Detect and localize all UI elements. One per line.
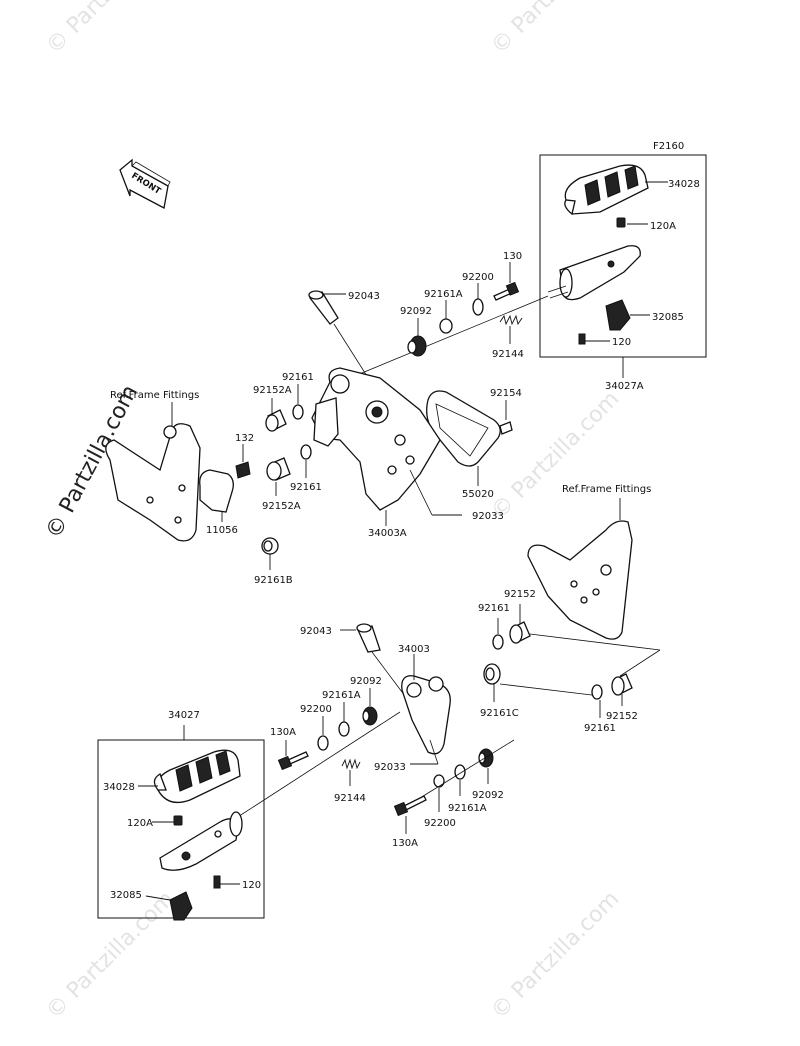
label-92161a-lower-b: 92161A <box>448 803 487 814</box>
label-32085-upper: 32085 <box>652 312 684 323</box>
collar-92092-lower-a <box>362 706 378 726</box>
label-92161-upper-a: 92161 <box>282 372 314 383</box>
washer-92161-upper-a <box>292 404 304 420</box>
label-130: 130 <box>503 251 522 262</box>
watermark-text: © Partzilla.com <box>487 887 625 1025</box>
label-130a-lower-a: 130A <box>270 727 296 738</box>
label-130a-lower-b: 130A <box>392 838 418 849</box>
watermark-text: © Partzilla.com <box>487 387 625 525</box>
label-92152a-upper-b: 92152A <box>262 501 301 512</box>
ref-frame-label-upper: Ref.Frame Fittings <box>110 390 199 401</box>
main-bracket-34003a <box>311 367 441 511</box>
washer-92200-upper <box>472 298 484 316</box>
bolt-120a-upper <box>616 217 626 228</box>
bolt-132 <box>235 461 251 479</box>
label-92200-lower-a: 92200 <box>300 704 332 715</box>
bolt-120a-lower <box>173 815 183 826</box>
rubber-pad-32085-upper <box>605 299 631 331</box>
bushing-92152a-upper-a <box>265 409 287 432</box>
watermark-text: © Partzilla.com <box>42 0 180 59</box>
label-92161-lower-a: 92161 <box>478 603 510 614</box>
label-92161a-upper: 92161A <box>424 289 463 300</box>
watermark-text: © Partzilla.com <box>42 887 180 1025</box>
label-92161-lower-b: 92161 <box>584 723 616 734</box>
washer-92161-lower-a <box>492 634 504 650</box>
watermark-layer: © Partzilla.com © Partzilla.com © Partzi… <box>42 0 625 1024</box>
washer-92161a-lower-b <box>454 764 466 780</box>
label-92144-lower: 92144 <box>334 793 366 804</box>
label-92161a-lower-a: 92161A <box>322 690 361 701</box>
screw-120-lower <box>213 875 221 889</box>
label-92043-lower: 92043 <box>300 626 332 637</box>
label-92033-lower: 92033 <box>374 762 406 773</box>
main-bracket-34003 <box>401 675 451 755</box>
label-92033-upper: 92033 <box>472 511 504 522</box>
rubber-pad-32085-lower <box>169 891 193 921</box>
footrest-rubber-34028-upper <box>564 164 649 216</box>
bushing-92152-lower-a <box>509 621 531 644</box>
spring-92144-lower <box>341 758 361 770</box>
bushing-92152-lower-b <box>611 673 633 696</box>
label-92092-lower-b: 92092 <box>472 790 504 801</box>
washer-92161a-lower-a <box>338 721 350 737</box>
spring-92144-upper <box>499 314 523 326</box>
screw-92154 <box>499 421 513 435</box>
collar-92161c <box>483 663 501 685</box>
footrest-rubber-34028-lower <box>153 749 241 804</box>
label-120-lower: 120 <box>242 880 261 891</box>
label-92144-upper: 92144 <box>492 349 524 360</box>
label-92092-upper: 92092 <box>400 306 432 317</box>
guard-plate-55020 <box>426 390 501 467</box>
label-92152a-upper-a: 92152A <box>253 385 292 396</box>
label-92200-lower-b: 92200 <box>424 818 456 829</box>
upper-box-label: 34027A <box>605 381 644 392</box>
washer-92161-upper-b <box>300 444 312 460</box>
label-92152-lower-a: 92152 <box>504 589 536 600</box>
footrest-bracket-upper <box>547 245 641 301</box>
front-arrow-icon: FRONT <box>119 158 171 209</box>
washer-92200-lower-b <box>433 774 445 788</box>
bushing-92152a-upper-b <box>266 457 291 481</box>
label-34028-lower: 34028 <box>103 782 135 793</box>
label-92200-upper: 92200 <box>462 272 494 283</box>
collar-92092-upper <box>407 335 427 357</box>
collar-92161b <box>261 537 279 555</box>
collar-92092-lower-b <box>478 748 494 768</box>
label-92152-lower-b: 92152 <box>606 711 638 722</box>
washer-92200-lower-a <box>317 735 329 751</box>
washer-92161a-upper <box>439 318 453 334</box>
label-120a-upper: 120A <box>650 221 676 232</box>
pin-92043-lower <box>356 623 381 653</box>
label-92161c: 92161C <box>480 708 519 719</box>
screw-120-upper <box>578 333 586 345</box>
label-92043-upper: 92043 <box>348 291 380 302</box>
watermark-text: © Partzilla.com <box>487 0 625 59</box>
bolt-130a-lower-a <box>277 751 309 771</box>
frame-fitting-right <box>527 520 633 640</box>
footrest-bracket-lower <box>159 811 243 871</box>
bolt-130 <box>493 281 520 301</box>
label-120-upper: 120 <box>612 337 631 348</box>
label-55020: 55020 <box>462 489 494 500</box>
label-34003: 34003 <box>398 644 430 655</box>
label-34003a: 34003A <box>368 528 407 539</box>
label-120a-lower: 120A <box>127 818 153 829</box>
ref-frame-label-lower: Ref.Frame Fittings <box>562 484 651 495</box>
label-92092-lower-a: 92092 <box>350 676 382 687</box>
figure-code: F2160 <box>653 141 684 152</box>
lower-box-label: 34027 <box>168 710 200 721</box>
label-32085-lower: 32085 <box>110 890 142 901</box>
label-92154: 92154 <box>490 388 522 399</box>
label-34028-upper: 34028 <box>668 179 700 190</box>
frame-fitting-left <box>105 423 201 542</box>
bracket-11056 <box>199 469 234 513</box>
label-92161b: 92161B <box>254 575 293 586</box>
label-92161-upper-b: 92161 <box>290 482 322 493</box>
label-11056: 11056 <box>206 525 238 536</box>
bolt-130a-lower-b <box>393 795 427 817</box>
washer-92161-lower-b <box>591 684 603 700</box>
label-132: 132 <box>235 433 254 444</box>
pin-92043-upper <box>308 290 339 325</box>
